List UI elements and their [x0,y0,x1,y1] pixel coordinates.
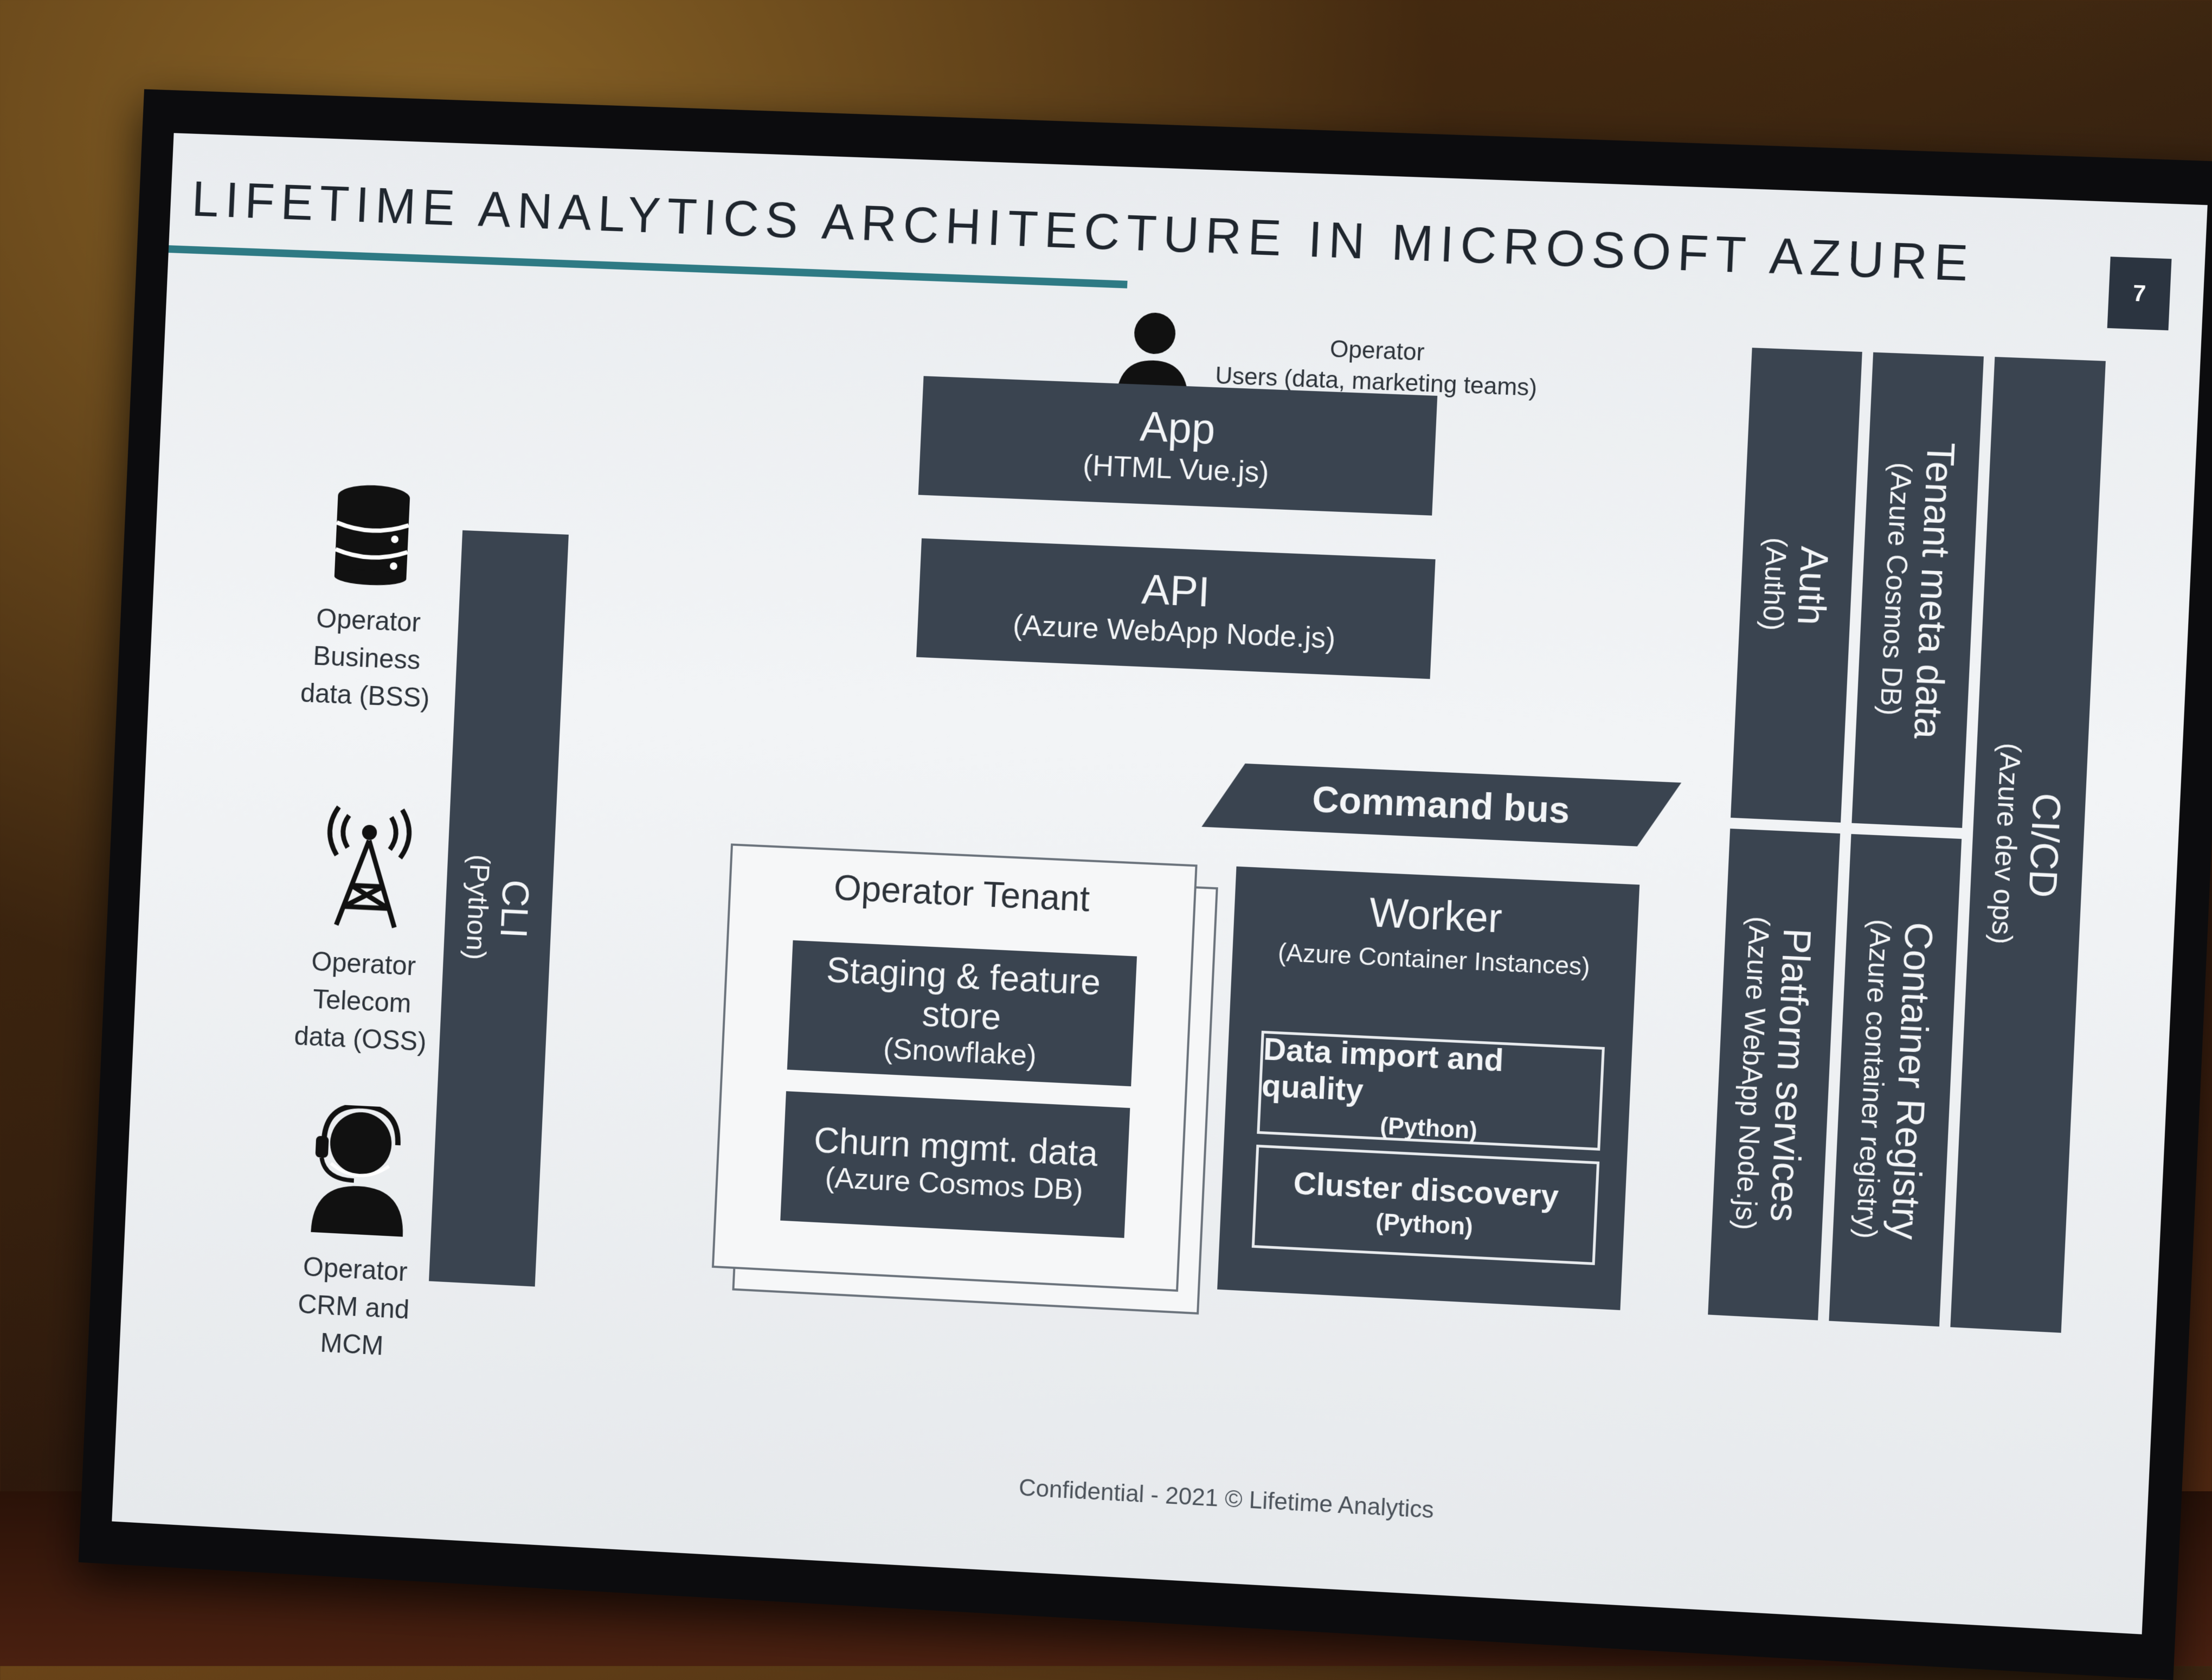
staging-box: Staging & feature store (Snowflake) [787,940,1137,1086]
operator-tenant: Operator Tenant Staging & feature store … [712,843,1198,1292]
auth-label: Auth [1789,538,1837,633]
container-registry-text: Container Registry (Azure container regi… [1849,919,1941,1242]
platform-services-text: Platform services (Azure WebApp Node.js) [1728,915,1820,1233]
app-box: App (HTML Vue.js) [918,376,1438,515]
cli-label: CLI [491,855,538,963]
headset-agent-icon [307,1104,413,1237]
churn-box: Churn mgmt. data (Azure Cosmos DB) [780,1091,1130,1238]
antenna-tower-icon [318,798,419,931]
source-bss: Operator Business data (BSS) [280,480,459,718]
data-import-label: Data import and quality [1261,1031,1602,1120]
cli-sub: (Python) [459,854,496,960]
staging-label: Staging & feature store [789,948,1136,1043]
auth-column: Auth (Auth0) [1731,348,1862,823]
api-box: API (Azure WebApp Node.js) [916,538,1436,679]
worker-header: Worker (Azure Container Instances) [1232,883,1638,984]
display-screen: LIFETIME ANALYTICS ARCHITECTURE IN MICRO… [79,89,2212,1680]
cluster-discovery-box: Cluster discovery (Python) [1252,1145,1600,1265]
command-bus-label: Command bus [1311,778,1571,832]
cli-text: CLI (Python) [459,854,538,963]
source-oss: Operator Telecom data (OSS) [275,797,455,1062]
cluster-discovery-sub: (Python) [1375,1209,1474,1241]
cicd-text: CI/CD (Azure dev ops) [1984,742,2071,947]
platform-services-column: Platform services (Azure WebApp Node.js) [1708,829,1840,1320]
cluster-discovery-label: Cluster discovery [1293,1165,1559,1215]
auth-sub: (Auth0) [1756,537,1793,631]
slide-footer: Confidential - 2021 © Lifetime Analytics [1018,1474,1435,1524]
source-bss-line3: data (BSS) [280,673,451,718]
presentation-slide: LIFETIME ANALYTICS ARCHITECTURE IN MICRO… [112,133,2208,1634]
slide-title: LIFETIME ANALYTICS ARCHITECTURE IN MICRO… [191,171,1976,293]
cicd-label: CI/CD [2017,743,2071,947]
api-sub: (Azure WebApp Node.js) [1012,607,1336,656]
tenant-label: Operator Tenant [730,862,1194,924]
data-import-box: Data import and quality (Python) [1257,1031,1605,1151]
data-import-sub: (Python) [1379,1113,1478,1145]
source-crm: Operator CRM and MCM [267,1102,447,1368]
staging-sub: (Snowflake) [883,1031,1038,1074]
source-bss-line1: Operator [283,598,454,643]
source-oss-line3: data (OSS) [275,1016,446,1061]
app-sub: (HTML Vue.js) [1082,447,1270,490]
auth-text: Auth (Auth0) [1756,537,1837,633]
container-registry-column: Container Registry (Azure container regi… [1829,834,1962,1326]
command-bus: Command bus [1201,764,1681,847]
tenant-meta-column: Tenant meta data (Azure Cosmos DB) [1851,352,1984,828]
api-label: API [1141,566,1211,615]
app-label: App [1139,403,1216,453]
page-number: 7 [2107,257,2172,330]
tenant-meta-text: Tenant meta data (Azure Cosmos DB) [1872,440,1963,740]
worker-box: Worker (Azure Container Instances) Data … [1217,867,1639,1310]
database-icon [330,482,414,587]
